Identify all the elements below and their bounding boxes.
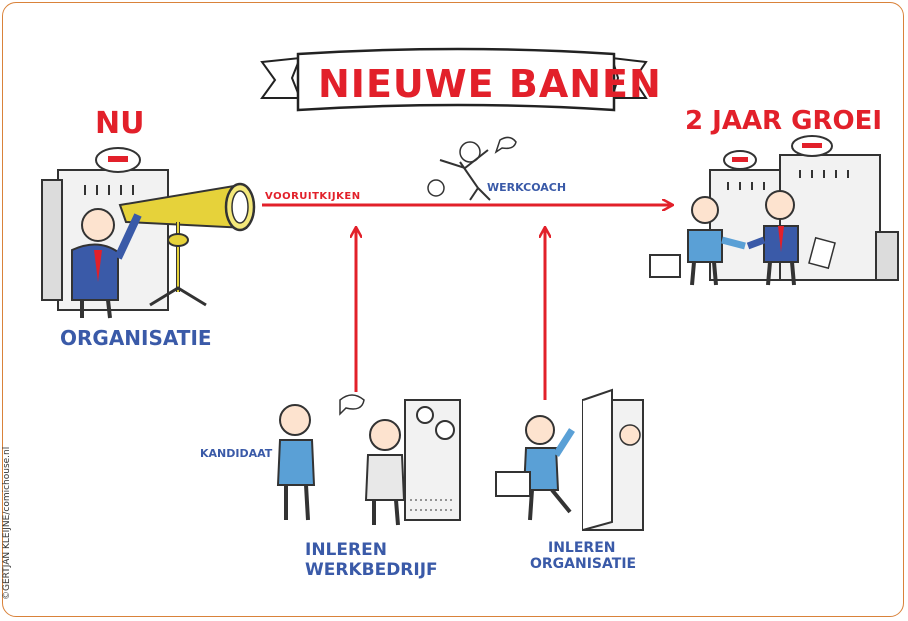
label-train-org-line1: INLEREN <box>548 540 616 556</box>
candidate-and-mentor-icon <box>276 394 461 526</box>
worker-door-icon <box>495 388 644 531</box>
title-banner <box>260 47 648 112</box>
label-now: NU <box>95 106 145 141</box>
buildings-growth-icon <box>709 135 899 281</box>
label-train-company-line2: WERKBEDRIJF <box>305 560 438 580</box>
label-train-org-line2: ORGANISATIE <box>530 556 637 572</box>
credit-line: ©GERTJAN KLEIJNE/comichouse.nl <box>2 446 12 600</box>
manager-figure-icon <box>71 208 142 319</box>
werkcoach-figure-icon <box>427 136 517 201</box>
telescope-icon <box>118 182 256 307</box>
label-growth: 2 JAAR GROEI <box>685 106 883 136</box>
label-looking-ahead: VOORUITKIJKEN <box>265 191 361 202</box>
label-candidate: KANDIDAAT <box>200 447 273 460</box>
label-organisation: ORGANISATIE <box>60 326 212 350</box>
page-title: NIEUWE BANEN <box>318 62 662 106</box>
label-coach: WERKCOACH <box>487 181 567 194</box>
label-train-company-line1: INLEREN <box>305 540 387 560</box>
handshake-figures-icon <box>649 190 836 286</box>
